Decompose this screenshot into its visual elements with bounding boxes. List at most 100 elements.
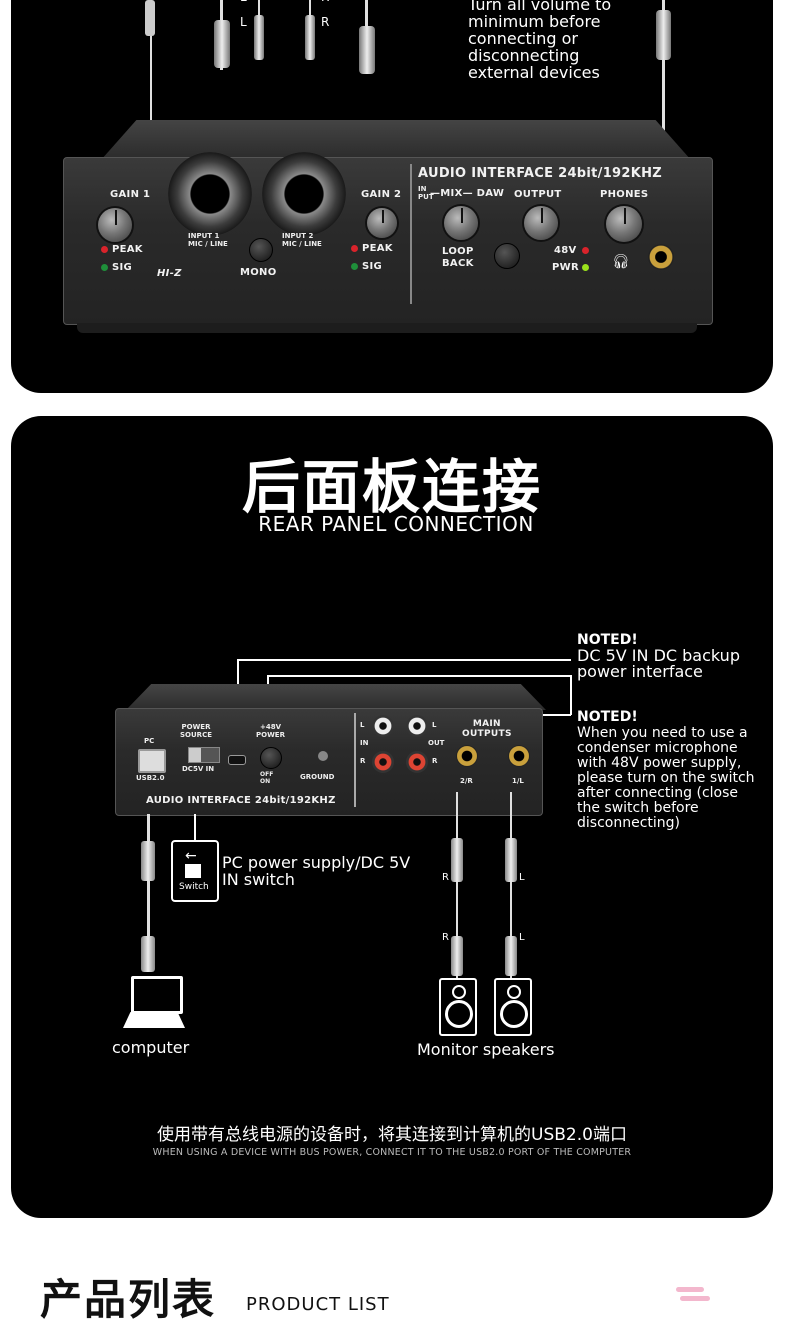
mono-button[interactable] [249, 238, 273, 262]
switch-note: PC power supply/DC 5V IN switch [222, 854, 410, 888]
rca-in-r-jack[interactable] [372, 751, 394, 773]
device-bottom-edge [77, 323, 697, 333]
gain2-label: GAIN 2 [361, 189, 402, 200]
cable-letter: R [442, 872, 449, 883]
rca-out-r-jack[interactable] [406, 751, 428, 773]
mix-knob[interactable] [444, 206, 478, 240]
output-knob[interactable] [524, 206, 558, 240]
rca-in-l-jack[interactable] [372, 715, 394, 737]
pwr-label: PWR [552, 262, 579, 273]
note2: NOTED! When you need to use a condenser … [577, 708, 755, 831]
rca-r-label: R [360, 757, 366, 765]
rear-footer-label: AUDIO INTERFACE 24bit/192KHZ [146, 795, 336, 806]
hiz-label: HI-Z [157, 268, 182, 279]
note1-title: NOTED! [577, 632, 638, 648]
rca-out-label: OUT [428, 739, 445, 747]
input1-xlr-jack[interactable] [168, 152, 252, 236]
input2-label: INPUT 2 MIC / LINE [282, 232, 322, 248]
pwr-led [582, 264, 589, 271]
product-list-title-cn: 产品列表 [40, 1275, 217, 1324]
note2-line: condenser microphone [577, 740, 738, 756]
rear-title-cn: 后面板连接 [241, 453, 542, 521]
switch-box: ← Switch [171, 840, 219, 902]
dc5v-label: DC5V IN [182, 765, 215, 773]
usage-note-en: WHEN USING A DEVICE WITH BUS POWER, CONN… [152, 1147, 632, 1158]
48v-label: 48V [554, 245, 577, 256]
input-label: IN PUT [418, 185, 434, 201]
rear-panel-section: 后面板连接 REAR PANEL CONNECTION NOTED! DC 5V… [11, 416, 773, 1218]
front-panel-section: L L R R Turn all volume to minimum befor… [11, 0, 773, 393]
headphone-icon: 🎧︎ [612, 254, 630, 270]
48v-led [582, 247, 589, 254]
usb-port[interactable] [138, 749, 166, 773]
switch-note-line: IN switch [222, 870, 295, 889]
device-header: AUDIO INTERFACE 24bit/192KHZ [418, 166, 663, 181]
speaker-left-icon [439, 978, 477, 1036]
rca-in-label: IN [360, 739, 369, 747]
usb-label: USB2.0 [136, 774, 165, 782]
volume-note-line: external devices [468, 63, 600, 82]
ground-label: GROUND [300, 773, 335, 781]
gain1-knob[interactable] [98, 208, 132, 242]
dc5v-port[interactable] [228, 755, 246, 765]
rca-out-l-jack[interactable] [406, 715, 428, 737]
rca-l-label: L [360, 721, 365, 729]
input1-label: INPUT 1 MIC / LINE [188, 232, 228, 248]
sig-led-1 [101, 264, 108, 271]
note2-line: with 48V power supply, [577, 755, 742, 771]
cable-letter: L [519, 932, 525, 943]
peak-led-2 [351, 245, 358, 252]
note2-line: When you need to use a [577, 725, 748, 741]
note1-line: DC 5V IN DC backup [577, 646, 740, 665]
sig-label-2: SIG [362, 261, 383, 272]
phones-knob[interactable] [606, 206, 642, 242]
main-out-2r-jack[interactable] [456, 745, 478, 767]
rear-title-en: REAR PANEL CONNECTION [258, 512, 534, 536]
loop-back-button[interactable] [494, 243, 520, 269]
pc-label: PC [144, 737, 155, 745]
laptop-icon [123, 976, 187, 1032]
switch-label: Switch [179, 882, 209, 892]
callout-line-48v [267, 675, 571, 677]
peak-label-2: PEAK [362, 243, 393, 254]
sig-led-2 [351, 263, 358, 270]
main-out-1l-jack[interactable] [508, 745, 530, 767]
note1: NOTED! DC 5V IN DC backup power interfac… [577, 632, 740, 680]
note1-line: power interface [577, 662, 703, 681]
computer-label: computer [112, 1038, 190, 1057]
switch-arrow-icon: ← [185, 848, 197, 864]
power48-label: +48V POWER [256, 723, 285, 739]
channel-letter-r2: R [321, 15, 330, 29]
speaker-right-icon [494, 978, 532, 1036]
channel-letter-l1: L [240, 0, 247, 4]
input2-xlr-jack[interactable] [262, 152, 346, 236]
usage-note-cn: 使用带有总线电源的设备时，将其连接到计算机的USB2.0端口 [157, 1125, 627, 1145]
note2-line: disconnecting) [577, 815, 680, 831]
rear-device-top [126, 684, 546, 710]
gain2-knob[interactable] [367, 208, 397, 238]
note2-line: the switch before [577, 800, 699, 816]
phones-jack[interactable] [648, 244, 674, 270]
switch-note-line: PC power supply/DC 5V [222, 853, 411, 872]
note2-line: please turn on the switch [577, 770, 755, 786]
speaker-cable-l [510, 792, 512, 978]
device-top-plate [101, 120, 691, 160]
48v-power-button[interactable] [260, 747, 282, 769]
note2-title: NOTED! [577, 709, 638, 725]
product-list-title-en: PRODUCT LIST [246, 1294, 390, 1315]
out-2r-label: 2/R [460, 777, 473, 785]
speaker-cable-r [456, 792, 458, 978]
rca-l-label-out: L [432, 721, 437, 729]
power-source-label: POWER SOURCE [180, 723, 212, 739]
channel-letter-l2: L [240, 15, 247, 29]
gain1-label: GAIN 1 [110, 189, 151, 200]
ground-screw[interactable] [318, 751, 328, 761]
off-on-label: OFF ON [260, 771, 274, 785]
front-device: AUDIO INTERFACE 24bit/192KHZ GAIN 1 PEAK… [63, 152, 713, 325]
rca-r-label-out: R [432, 757, 438, 765]
cable-letter: R [442, 932, 449, 943]
power-source-switch[interactable] [188, 747, 220, 763]
volume-note-line: Turn all volume to [468, 0, 612, 14]
volume-note-line: minimum before [468, 12, 601, 31]
phones-label: PHONES [600, 189, 649, 200]
